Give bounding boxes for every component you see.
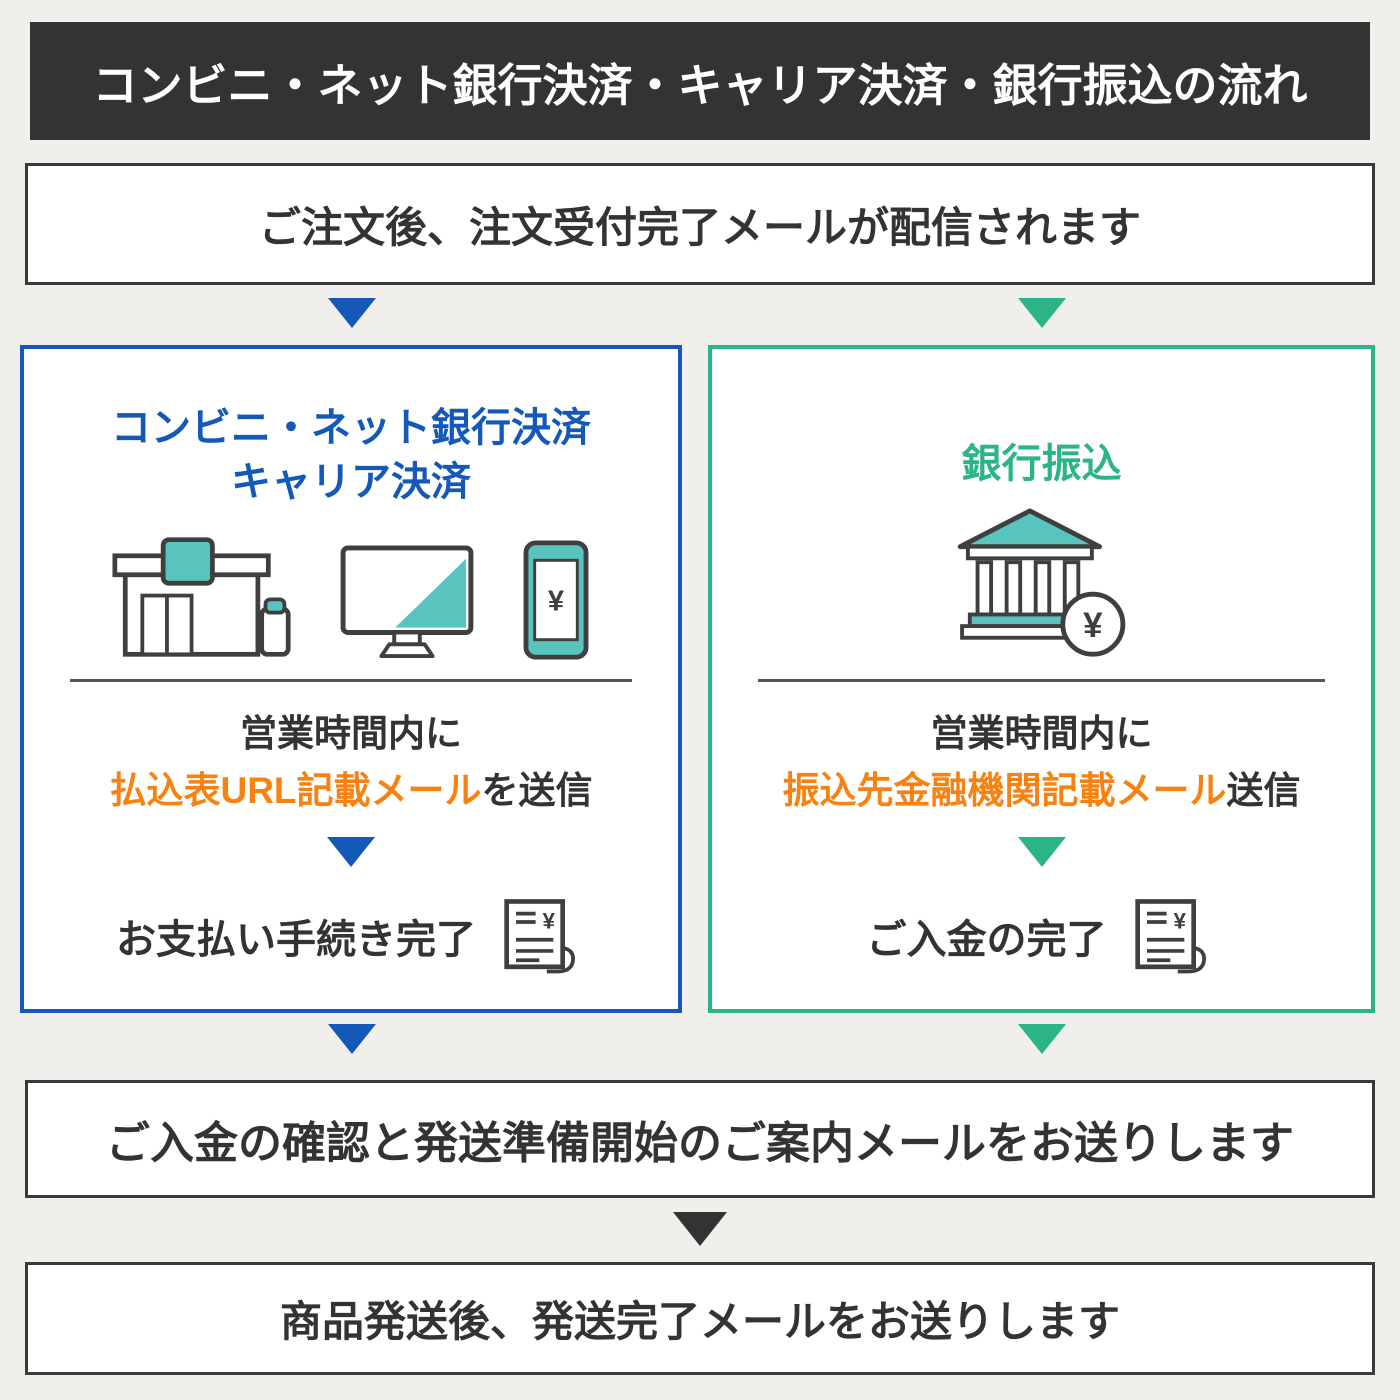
arrow-down-blue-icon	[328, 1024, 376, 1054]
panel-title-bank: 銀行振込	[961, 442, 1122, 486]
notice-highlight: 払込表URL記載メール	[109, 770, 482, 812]
notice-line2: 振込先金融機関記載メール送信	[712, 762, 1371, 819]
step-shipped-mail: 商品発送後、発送完了メールをお送りします	[25, 1262, 1375, 1375]
transfer-notice: 営業時間内に 振込先金融機関記載メール送信	[712, 705, 1371, 820]
divider-line	[758, 679, 1325, 682]
arrow-down-blue-icon	[328, 298, 376, 328]
yen-symbol: ¥	[1173, 909, 1186, 934]
divider-line	[70, 679, 632, 682]
arrow-down-dark-icon	[673, 1212, 727, 1246]
notice-suffix: を送信	[481, 770, 593, 812]
panel-title-line2: キャリア決済	[231, 460, 471, 504]
payment-complete-label: お支払い手続き完了	[116, 918, 476, 962]
step-payment-confirmed-mail: ご入金の確認と発送準備開始のご案内メールをお送りします	[25, 1080, 1375, 1198]
deposit-complete-row: ご入金の完了 ¥	[712, 881, 1371, 991]
yen-symbol: ¥	[1083, 606, 1103, 645]
panel-title-convenience: コンビニ・ネット銀行決済 キャリア決済	[24, 401, 678, 509]
step-order-mail: ご注文後、注文受付完了メールが配信されます	[25, 163, 1375, 285]
payment-complete-row: お支払い手続き完了 ¥	[24, 881, 678, 991]
smartphone-icon: ¥	[523, 540, 589, 660]
notice-highlight: 振込先金融機関記載メール	[782, 770, 1227, 812]
panel-bank-transfer: 銀行振込 ¥ 営業時間内に 振込先金融機関記載メール送信	[708, 345, 1375, 1013]
arrow-down-blue-icon	[327, 837, 375, 867]
monitor-icon	[340, 545, 474, 659]
bank-icon-row: ¥	[712, 501, 1371, 661]
deposit-complete-label: ご入金の完了	[866, 918, 1107, 962]
panel-title-line1: コンビニ・ネット銀行決済	[111, 406, 591, 450]
arrow-down-green-icon	[1017, 837, 1066, 867]
notice-suffix: 送信	[1226, 770, 1301, 812]
notice-line2: 払込表URL記載メールを送信	[24, 762, 678, 819]
convenience-store-icon	[112, 537, 291, 657]
payment-method-icons: ¥	[24, 511, 678, 661]
receipt-icon: ¥	[1134, 899, 1206, 974]
yen-symbol: ¥	[548, 586, 565, 618]
notice-line1: 営業時間内に	[930, 713, 1153, 754]
bank-icon: ¥	[957, 508, 1126, 657]
payment-notice: 営業時間内に 払込表URL記載メールを送信	[24, 705, 678, 820]
panel-convenience-carrier-payment: コンビニ・ネット銀行決済 キャリア決済	[20, 345, 682, 1013]
arrow-down-green-icon	[1018, 1024, 1066, 1054]
arrow-down-green-icon	[1018, 298, 1066, 328]
page-title: コンビニ・ネット銀行決済・キャリア決済・銀行振込の流れ	[30, 22, 1370, 140]
receipt-icon: ¥	[504, 899, 575, 974]
notice-line1: 営業時間内に	[240, 713, 462, 754]
yen-symbol: ¥	[542, 909, 555, 934]
